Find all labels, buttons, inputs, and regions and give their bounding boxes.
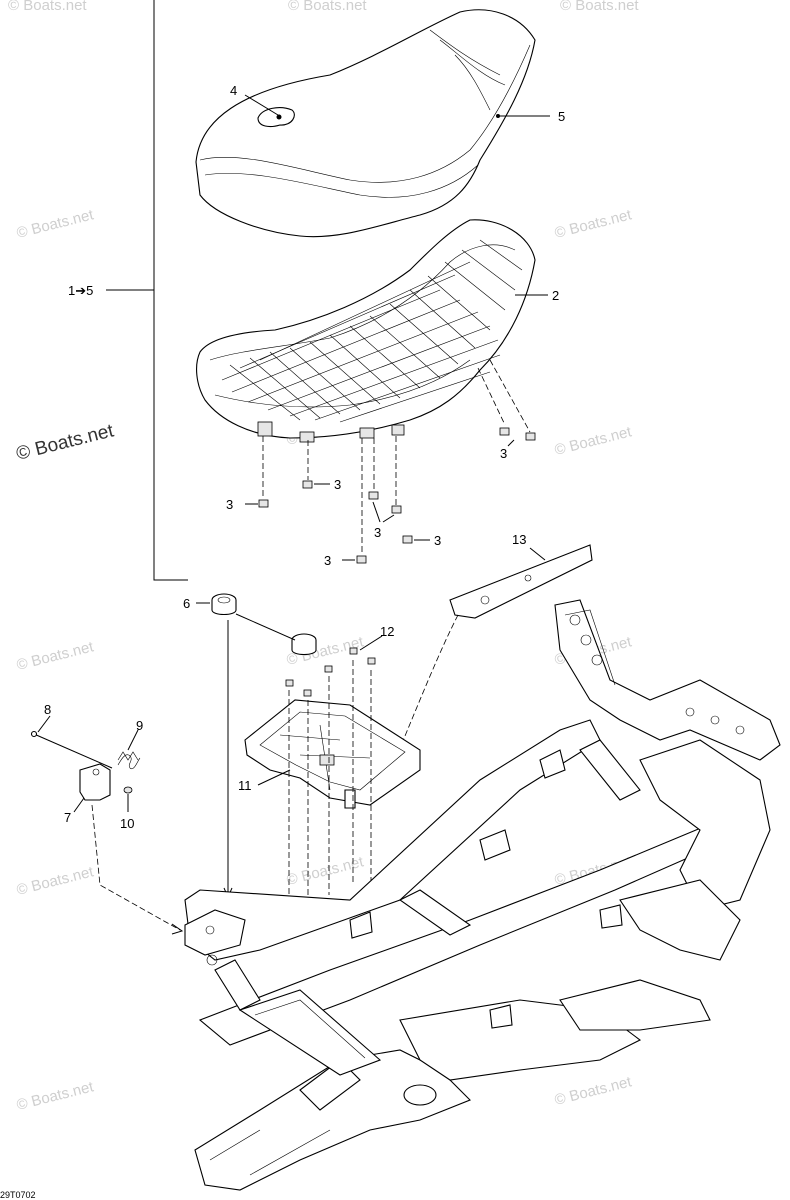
watermark: © Boats.net bbox=[560, 0, 639, 14]
callout-3: 3 bbox=[226, 497, 233, 512]
part-13-strip bbox=[449, 544, 593, 619]
fasteners-3 bbox=[258, 359, 536, 564]
callout-3: 3 bbox=[374, 525, 381, 540]
seat-cover bbox=[195, 9, 536, 238]
callout-10: 10 bbox=[120, 816, 134, 831]
callout-8: 8 bbox=[44, 702, 51, 717]
watermark: © Boats.net bbox=[553, 1073, 634, 1109]
callout-3: 3 bbox=[324, 553, 331, 568]
part-11-plate bbox=[244, 699, 421, 809]
callout-3: 3 bbox=[434, 533, 441, 548]
watermark: © Boats.net bbox=[8, 0, 87, 14]
watermark: © Boats.net bbox=[15, 863, 96, 899]
watermark: © Boats.net bbox=[15, 1078, 96, 1114]
callout-2: 2 bbox=[552, 288, 559, 303]
callout-1-5: 1➔5 bbox=[68, 283, 93, 298]
watermark: © Boats.net bbox=[553, 206, 634, 242]
bushing-small bbox=[291, 633, 317, 656]
bolts-12 bbox=[285, 647, 376, 697]
watermark: © Boats.net bbox=[285, 853, 366, 889]
callout-3: 3 bbox=[334, 477, 341, 492]
callout-6: 6 bbox=[183, 596, 190, 611]
callout-11: 11 bbox=[238, 778, 252, 793]
callout-13: 13 bbox=[512, 532, 526, 547]
callout-9: 9 bbox=[136, 718, 143, 733]
callout-12: 12 bbox=[380, 624, 394, 639]
callout-5: 5 bbox=[558, 109, 565, 124]
callout-4: 4 bbox=[230, 83, 237, 98]
watermark: © Boats.net bbox=[288, 0, 367, 14]
callout-7: 7 bbox=[64, 810, 71, 825]
vehicle-frame bbox=[184, 599, 781, 1191]
watermark: © Boats.net bbox=[553, 423, 634, 459]
watermark: © Boats.net bbox=[15, 638, 96, 674]
callout-3: 3 bbox=[500, 446, 507, 461]
watermark-prominent: © Boats.net bbox=[14, 420, 116, 465]
seat-base bbox=[196, 219, 536, 443]
watermark: © Boats.net bbox=[15, 206, 96, 242]
part-6-bushing bbox=[211, 593, 237, 616]
parts-7-10 bbox=[30, 730, 141, 801]
drawing-code: 29T0702 bbox=[0, 1190, 36, 1200]
assembly-bracket: 1➔5 bbox=[68, 0, 188, 581]
